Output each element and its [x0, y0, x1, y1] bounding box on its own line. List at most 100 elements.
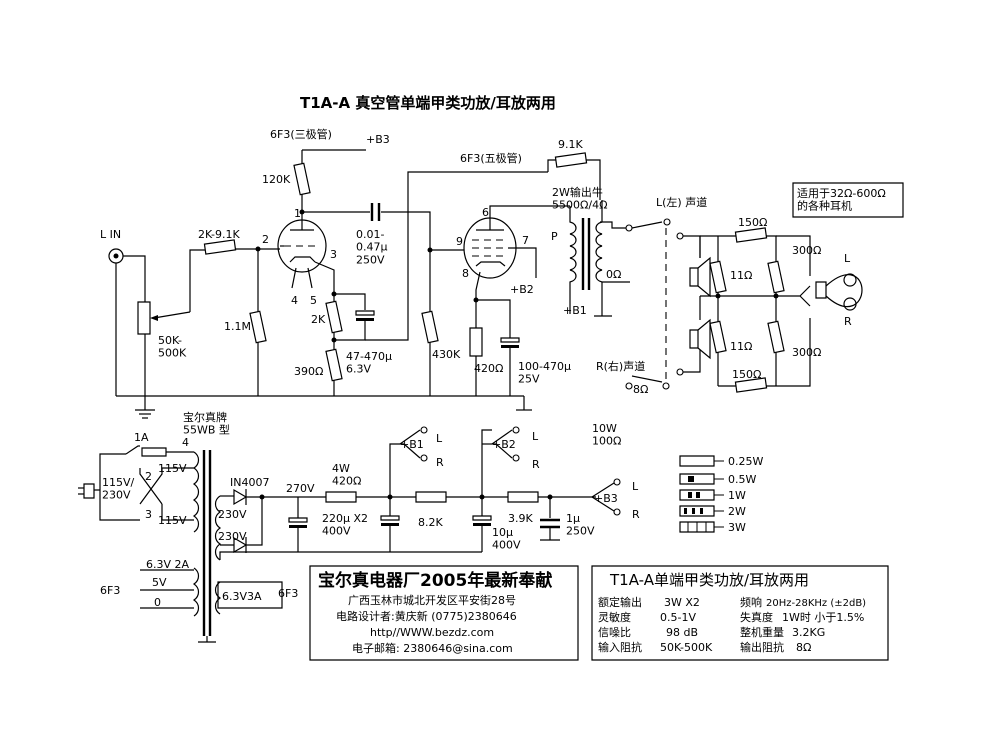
pin-6: 6 — [482, 206, 489, 219]
heater-5v-label: 5V — [152, 576, 167, 589]
left-channel-label: L(左) 声道 — [656, 195, 707, 209]
pin2-label: 2 — [145, 470, 152, 483]
mains-voltage-label: 115V/230V — [102, 476, 135, 502]
b1-r-label: R — [436, 456, 444, 469]
grid-resistor-label: 1.1M — [224, 320, 251, 333]
b2-r-label: R — [532, 458, 540, 471]
heater-6v3-2a-label: 6.3V 2A — [146, 558, 190, 571]
input-label: L IN — [100, 228, 121, 241]
maker-email: 电子邮箱: 2380646@sina.com — [352, 641, 513, 655]
v115-a-label: 115V — [158, 462, 187, 475]
cathode-resistor — [326, 301, 342, 332]
maker-address: 广西玉林市城北开发区平安街28号 — [348, 593, 516, 607]
zero-ohm-label: 0Ω — [606, 268, 621, 281]
r8k2-label: 8.2K — [418, 516, 443, 529]
b2-label-stage: +B2 — [510, 283, 534, 296]
r11-bottom — [710, 321, 726, 352]
headphone-note-box — [793, 183, 903, 217]
r390-resistor — [326, 349, 342, 380]
feedback-resistor-label: 9.1K — [558, 138, 583, 151]
maker-web: http//WWW.bezdz.com — [370, 626, 494, 639]
legend-1w: 1W — [728, 489, 746, 502]
maker-designer: 电路设计者:黄庆新 (0775)2380646 — [336, 609, 517, 623]
spec-value: 98 dB — [666, 626, 698, 639]
r8k2-resistor — [416, 492, 446, 502]
pentode-label: 6F3(五极管) — [460, 151, 522, 165]
specs-table: 额定输出 3W X2 频响 20Hz-28KHz (±2dB) 灵敏度 0.5-… — [598, 595, 866, 654]
fuse-pin-label: 4 — [182, 436, 189, 449]
r3k9-resistor — [508, 492, 538, 502]
heater-tube-b-label: 6F3 — [278, 587, 298, 600]
resistor-legend — [680, 456, 724, 532]
pentode-grid-label: 430K — [432, 348, 461, 361]
v115-b-label: 115V — [158, 514, 187, 527]
v230-a-label: 230V — [218, 508, 247, 521]
transformer-p-label: P — [551, 230, 558, 243]
feedback-resistor — [555, 153, 586, 167]
v230-b-label: 230V — [218, 530, 247, 543]
output-transformer — [570, 206, 602, 300]
r11-bottom-label: 11Ω — [730, 340, 752, 353]
pin-7: 7 — [522, 234, 529, 247]
b2-l-label: L — [532, 430, 539, 443]
eight-ohm-label: 8Ω — [633, 383, 648, 396]
r150-bottom-label: 150Ω — [732, 368, 761, 381]
specs-title: T1A-A单端甲类功放/耳放两用 — [609, 571, 809, 589]
pin-2: 2 — [262, 233, 269, 246]
spec-value: 50K-500K — [660, 641, 713, 654]
r150-bottom — [735, 378, 766, 392]
b1-label-stage: +B1 — [563, 304, 587, 317]
series-resistor — [204, 240, 235, 254]
fuse-label: 1A — [134, 431, 149, 444]
r300-bottom — [768, 321, 784, 352]
headphone-r-label: R — [844, 315, 852, 328]
rectifier-diode-top — [234, 489, 246, 505]
legend-025w: 0.25W — [728, 455, 763, 468]
legend-3w: 3W — [728, 521, 746, 534]
r150-top — [735, 228, 766, 242]
coupling-capacitor — [372, 203, 379, 221]
r300-top — [768, 261, 784, 292]
pin-9: 9 — [456, 235, 463, 248]
spec-value: 20Hz-28KHz (±2dB) — [766, 598, 866, 609]
left-speaker-icon — [690, 258, 710, 296]
b1-label-ps: +B1 — [400, 438, 424, 451]
spec-value: 1W时 小于1.5% — [782, 611, 864, 624]
pin-8: 8 — [462, 267, 469, 280]
spec-value: 8Ω — [796, 641, 811, 654]
fuse — [142, 448, 166, 456]
spec-value: 3W X2 — [664, 596, 700, 609]
pentode-cathode-label: 420Ω — [474, 362, 503, 375]
r11-top — [710, 261, 726, 292]
ground-symbol — [135, 396, 155, 418]
pin-3: 3 — [330, 248, 337, 261]
pentode-bypass-capacitor — [501, 338, 519, 348]
legend-2w: 2W — [728, 505, 746, 518]
spec-value: 0.5-1V — [660, 611, 696, 624]
maker-box — [310, 566, 578, 660]
right-speaker-icon — [690, 320, 710, 358]
series-resistor-label: 2K-9.1K — [198, 228, 241, 241]
cathode-resistor-label: 2K — [311, 313, 326, 326]
plate-resistor — [294, 163, 310, 194]
pot-label: 50K-500K — [158, 334, 187, 360]
headphone-icon — [816, 274, 862, 310]
spec-label: 输入阻抗 — [598, 640, 642, 654]
b3-l-label: L — [632, 480, 639, 493]
triode-label: 6F3(三极管) — [270, 127, 332, 141]
diode-label: IN4007 — [230, 476, 269, 489]
spec-value: 3.2KG — [792, 626, 825, 639]
spec-label: 额定输出 — [598, 595, 642, 609]
b1-l-label: L — [436, 432, 443, 445]
headphone-l-label: L — [844, 252, 851, 265]
